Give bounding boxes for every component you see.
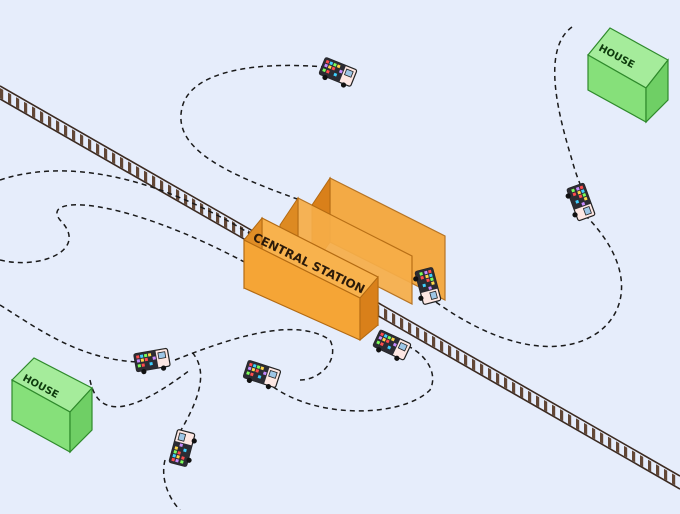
delivery-routes xyxy=(0,26,623,511)
route-top-van xyxy=(180,64,336,201)
route-left-upper xyxy=(0,170,261,241)
house-left: HOUSE xyxy=(11,357,93,454)
route-bottom-left xyxy=(163,459,181,511)
route-middle xyxy=(174,328,334,381)
van-track xyxy=(370,329,412,365)
van-right xyxy=(562,182,596,223)
route-lower-left-wave xyxy=(89,369,191,408)
route-right-loop xyxy=(419,214,623,348)
route-bottom xyxy=(174,349,202,441)
route-left-lower xyxy=(0,304,141,363)
house-right: HOUSE xyxy=(587,27,669,124)
van-top xyxy=(316,56,358,91)
route-bottom-right xyxy=(259,344,434,412)
van-bottom xyxy=(168,428,200,469)
van-left xyxy=(133,347,172,376)
route-right-house xyxy=(553,26,587,211)
van-middle xyxy=(241,359,282,392)
central-station: CENTRAL STATION xyxy=(243,176,446,342)
